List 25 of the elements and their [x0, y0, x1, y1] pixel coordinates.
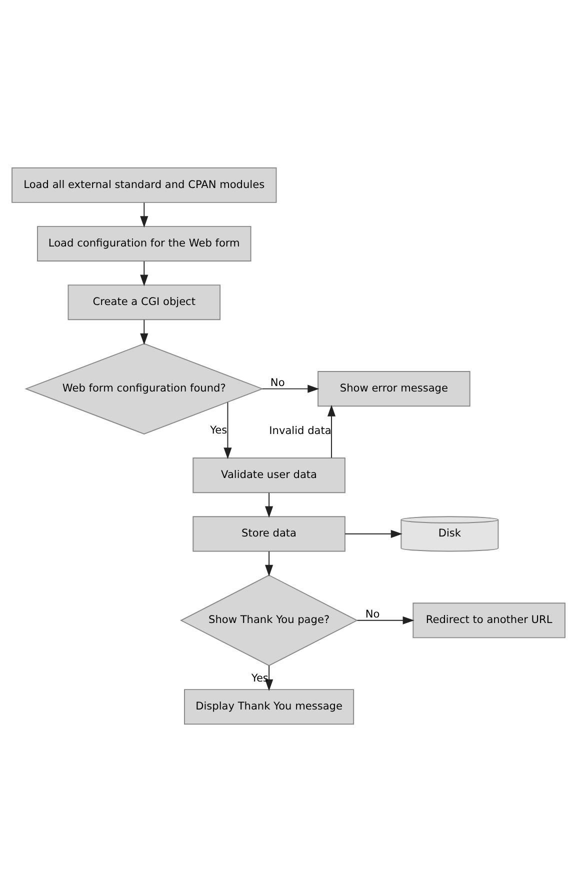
- arrow: [344, 529, 402, 538]
- node-diamond: Show Thank You page?: [180, 574, 358, 666]
- edge-label: No: [365, 608, 380, 620]
- arrow: [356, 616, 414, 624]
- node-box: Create a CGI object: [68, 284, 221, 320]
- arrow: [140, 260, 148, 286]
- edge-label: No: [270, 376, 285, 388]
- arrow: [265, 492, 274, 518]
- edge-label: Invalid data: [269, 424, 332, 436]
- edge-label: Yes: [251, 672, 268, 684]
- node-box: Show error message: [318, 370, 470, 406]
- edge-label: Yes: [210, 424, 228, 436]
- arrow: [224, 401, 232, 459]
- arrow: [140, 202, 148, 228]
- node-box: Store data: [192, 516, 346, 552]
- node-box: Redirect to another URL: [412, 602, 566, 638]
- arrow: [265, 664, 274, 690]
- arrow: [262, 384, 320, 392]
- arrow: [265, 550, 274, 576]
- arrow: [140, 318, 148, 344]
- node-box: Validate user data: [192, 457, 346, 493]
- node-box: Display Thank You message: [184, 688, 354, 724]
- arrow: [327, 404, 336, 458]
- node-box: Load configuration for the Web form: [37, 225, 252, 262]
- node-box: Load all external standard and CPAN modules: [12, 166, 277, 202]
